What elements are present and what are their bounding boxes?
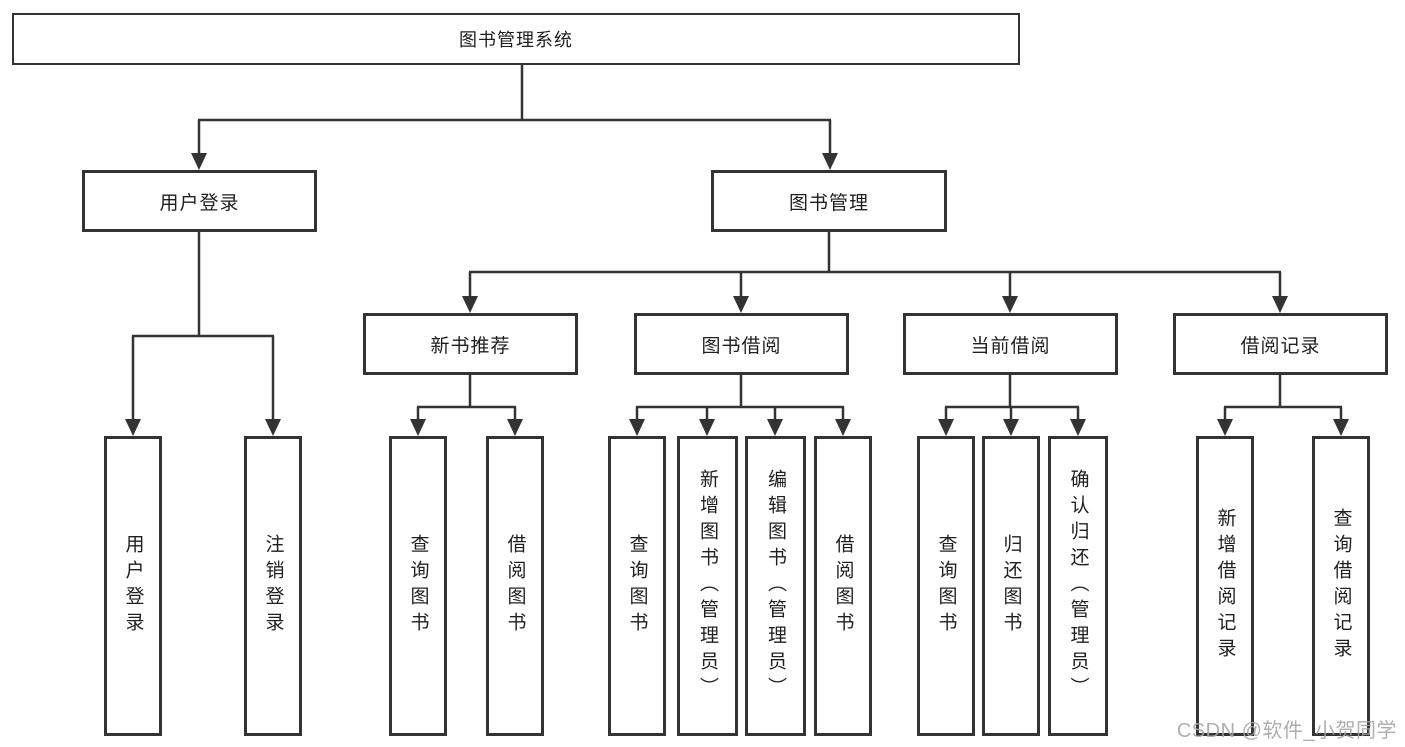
node-new-book-recommend-label: 新书推荐	[430, 335, 511, 357]
csdn-watermark: CSDN @软件_小贺同学	[1176, 720, 1397, 742]
node-borrow-records: 借阅记录	[1173, 313, 1388, 375]
node-bb-query-books-label: 查询图书	[626, 534, 648, 638]
node-root-label: 图书管理系统	[459, 30, 573, 50]
node-br-query-record: 查询借阅记录	[1312, 436, 1370, 736]
node-current-borrowing: 当前借阅	[903, 313, 1118, 375]
node-user-login: 用户登录	[82, 170, 317, 232]
node-book-borrowing: 图书借阅	[634, 313, 849, 375]
node-br-add-record-label: 新增借阅记录	[1214, 508, 1236, 664]
node-bb-query-books: 查询图书	[608, 436, 666, 736]
node-br-query-record-label: 查询借阅记录	[1330, 508, 1352, 664]
node-book-management-label: 图书管理	[788, 192, 869, 214]
node-bb-borrow-books: 借阅图书	[814, 436, 872, 736]
node-cb-query-books: 查询图书	[917, 436, 975, 736]
node-user-login-leaf: 用户登录	[104, 436, 162, 736]
node-nbr-query-books-label: 查询图书	[407, 534, 429, 638]
node-borrow-records-label: 借阅记录	[1240, 335, 1321, 357]
node-current-borrowing-label: 当前借阅	[970, 335, 1051, 357]
node-nbr-borrow-books: 借阅图书	[486, 436, 544, 736]
node-logout: 注销登录	[244, 436, 302, 736]
node-root: 图书管理系统	[12, 13, 1020, 65]
node-book-borrowing-label: 图书借阅	[701, 335, 782, 357]
node-user-login-leaf-label: 用户登录	[122, 534, 144, 638]
node-cb-confirm-return-admin-label: 确认归还（管理员）	[1067, 469, 1089, 703]
node-nbr-query-books: 查询图书	[389, 436, 447, 736]
node-logout-label: 注销登录	[262, 534, 284, 638]
node-bb-borrow-books-label: 借阅图书	[832, 534, 854, 638]
node-br-add-record: 新增借阅记录	[1196, 436, 1254, 736]
node-new-book-recommend: 新书推荐	[363, 313, 578, 375]
node-bb-add-books-admin: 新增图书（管理员）	[677, 436, 738, 736]
node-cb-return-books-label: 归还图书	[1000, 534, 1022, 638]
node-book-management: 图书管理	[711, 170, 947, 232]
node-cb-confirm-return-admin: 确认归还（管理员）	[1048, 436, 1108, 736]
node-user-login-label: 用户登录	[159, 192, 240, 214]
node-bb-edit-books-admin: 编辑图书（管理员）	[745, 436, 806, 736]
node-cb-query-books-label: 查询图书	[935, 534, 957, 638]
node-bb-add-books-admin-label: 新增图书（管理员）	[697, 469, 718, 703]
node-cb-return-books: 归还图书	[982, 436, 1040, 736]
node-nbr-borrow-books-label: 借阅图书	[504, 534, 526, 638]
node-bb-edit-books-admin-label: 编辑图书（管理员）	[765, 469, 786, 703]
